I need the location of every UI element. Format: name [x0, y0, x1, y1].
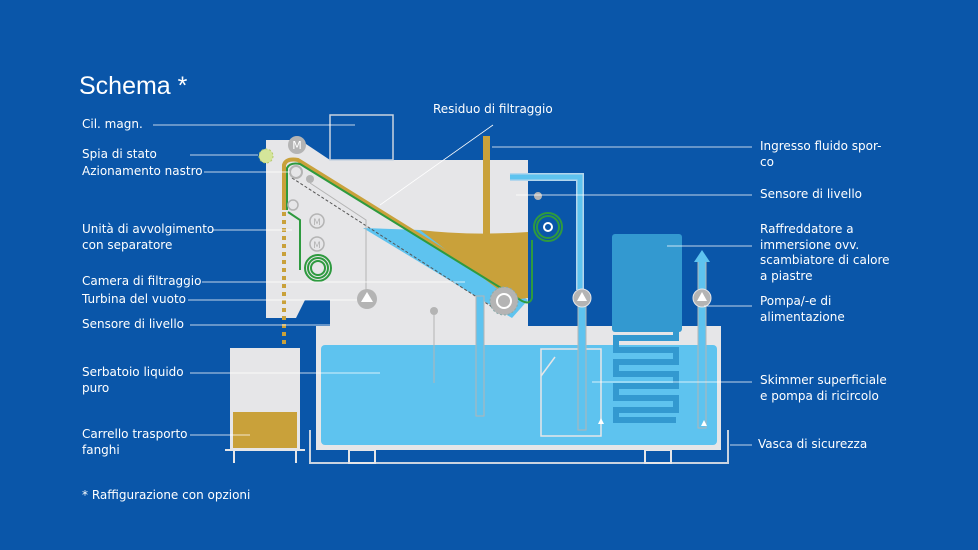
label-level-sensor: Sensore di livello: [82, 317, 184, 331]
label-magnetic-cylinder: Cil. magn.: [82, 117, 143, 131]
drain-pipe: [475, 295, 485, 417]
safety-basin: [309, 430, 729, 464]
label-dirty-inlet: Ingresso fluido spor-co: [760, 139, 882, 169]
level-sensor-icon: [306, 175, 314, 183]
inlet-level-sensor-icon: [534, 192, 542, 200]
pump-icon: [692, 288, 712, 308]
label-filter-chamber: Camera di filtraggio: [82, 274, 202, 288]
status-light-icon: [258, 148, 274, 164]
tank-foot-right: [644, 449, 672, 464]
fleece-dashed: [291, 177, 501, 313]
tank-foot-left: [348, 449, 376, 464]
filter-residue: [420, 230, 528, 300]
tank-level-sensor-icon: [430, 307, 438, 383]
vacuum-turbine-icon: [357, 289, 377, 309]
filter-belt-green: [286, 162, 533, 304]
cooler-unit: [612, 234, 682, 332]
pump-icon: [572, 288, 592, 308]
rotation-icon: [496, 293, 512, 309]
fleece-to-winder: [287, 211, 301, 270]
pump-pipe-2: [697, 257, 707, 429]
label-belt-drive: Azionamento nastro: [82, 164, 203, 178]
filter-belt: [282, 157, 522, 300]
label-vacuum-turbine: Turbina del vuoto: [82, 292, 187, 306]
svg-text:M: M: [292, 139, 302, 152]
label-inlet-level-sensor: Sensore di livello: [760, 187, 862, 201]
leader-lines: [153, 124, 752, 446]
sensor-line: [309, 182, 367, 290]
skimmer-box: [540, 348, 602, 437]
cooler-coil: [613, 332, 679, 423]
return-roller: [489, 286, 519, 316]
label-status-light: Spia di stato: [82, 147, 157, 161]
svg-text:M: M: [313, 218, 321, 228]
cart-sludge: [233, 412, 297, 448]
winding-coil-icon: [304, 254, 332, 282]
inlet-pipe: [483, 136, 490, 254]
pump-pipe-1: [577, 299, 587, 431]
belt-coil-icon: [533, 212, 563, 242]
motor-icon: M: [309, 213, 325, 229]
flow-arrow-icon: [694, 250, 710, 262]
magnetic-cylinder-box: [329, 114, 394, 161]
motor-icon: M: [288, 136, 306, 154]
page-title: Schema *: [79, 72, 188, 100]
footnote: * Raffigurazione con opzioni: [82, 488, 251, 502]
motor-icon: M: [309, 236, 325, 252]
label-filter-residue: Residuo di filtraggio: [433, 102, 553, 116]
label-safety-basin: Vasca di sicurezza: [758, 437, 868, 451]
guide-roller: [287, 199, 299, 211]
svg-text:M: M: [313, 241, 321, 251]
filter-chamber-liquid: [363, 228, 528, 318]
